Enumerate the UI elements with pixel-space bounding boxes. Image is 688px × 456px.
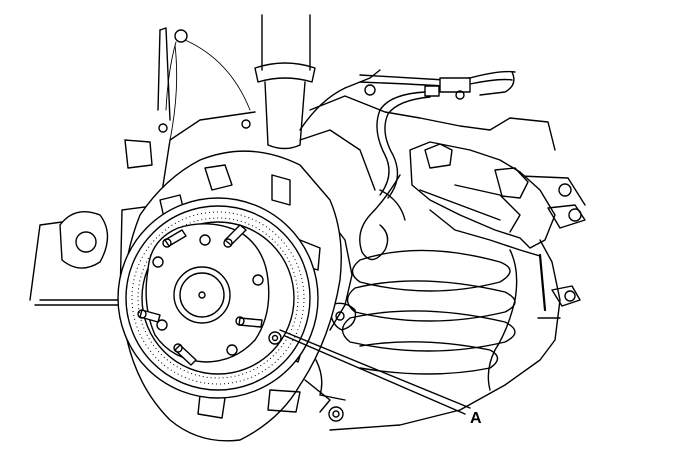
callout-a-leader-line — [279, 329, 471, 409]
coil-spring — [341, 249, 516, 375]
callout-a-label: A — [470, 410, 482, 427]
vehicle-frame — [29, 27, 586, 306]
callout-a: A — [279, 329, 482, 427]
brake-caliper — [409, 141, 586, 312]
parking-brake-cable — [359, 174, 518, 391]
hub-center — [173, 266, 231, 324]
lower-arm — [315, 239, 581, 431]
callout-a-leader-line-2 — [284, 335, 466, 415]
strut-assembly — [254, 14, 381, 150]
brake-hose — [359, 70, 516, 199]
wheel-studs — [137, 224, 263, 366]
